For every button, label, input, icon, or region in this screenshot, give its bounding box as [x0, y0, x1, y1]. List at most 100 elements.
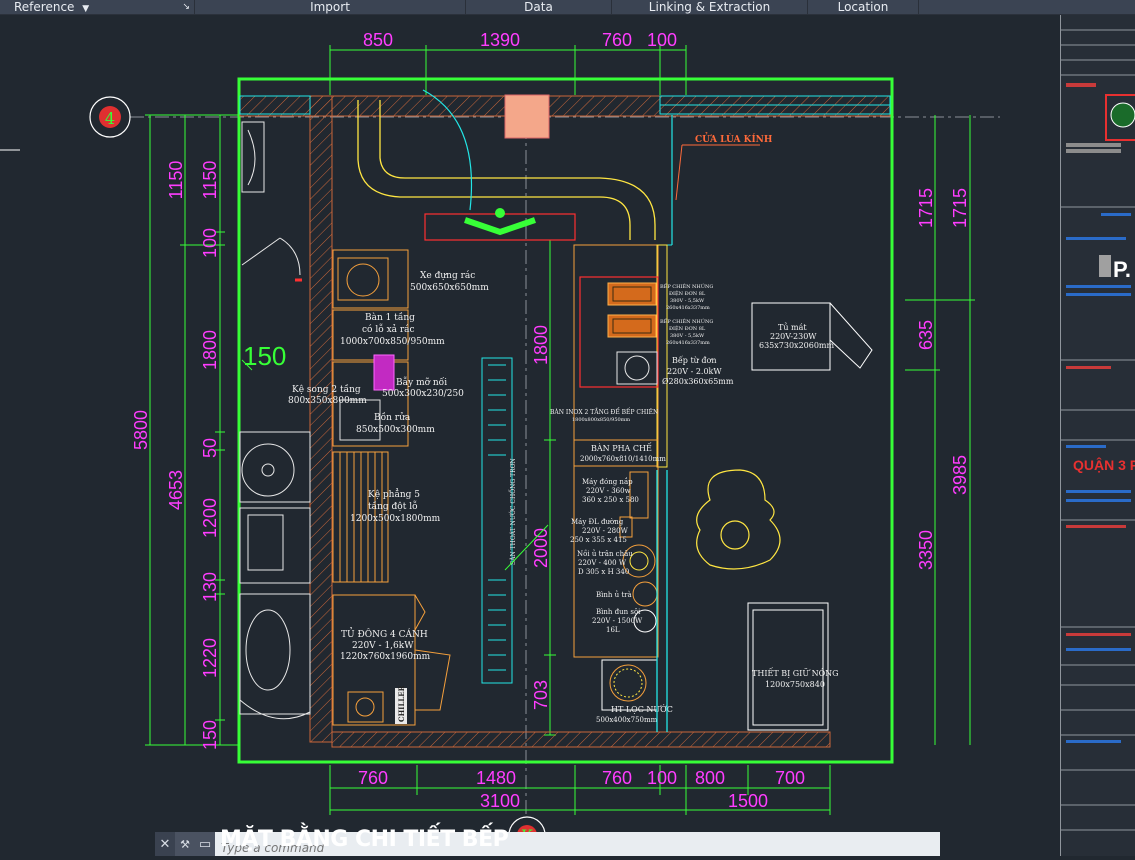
- grid-bubble-4: 4: [89, 96, 131, 138]
- fryer-1-label: BẾP CHIÊN NHÚNG: [660, 282, 713, 290]
- freezer: [332, 594, 451, 726]
- command-input[interactable]: [215, 840, 823, 856]
- dim-left-1150a: 1150: [166, 161, 186, 200]
- dim-top-100: 100: [647, 30, 677, 50]
- structural-column: [504, 94, 550, 139]
- dim-left-1800: 1800: [200, 330, 220, 370]
- induction-power: 220V - 2.0kW: [667, 367, 722, 376]
- table-1-label: Bàn 1 tầng: [365, 312, 415, 323]
- grease-trap-label: Bẫy mỡ nối: [396, 376, 447, 388]
- hood-fan-icon: [464, 217, 536, 236]
- cabinet-label: Tủ mát: [778, 323, 807, 332]
- dim-right-3350: 3350: [916, 530, 936, 570]
- tab-location[interactable]: Location: [808, 0, 919, 14]
- dimension-lines: [145, 45, 975, 815]
- induction-cooker: [616, 351, 658, 385]
- dimension-texts: 850 1390 760 100 760 1480 760 100 800 70…: [131, 30, 970, 811]
- dim-left-5800: 5800: [131, 410, 151, 450]
- expand-icon[interactable]: ↘: [182, 2, 190, 12]
- tab-import[interactable]: Import: [195, 0, 466, 14]
- room-outline: [237, 77, 894, 764]
- rack-5-tier: [332, 451, 389, 583]
- inox-table-label: BÀN INOX 2 TẦNG ĐỂ BẾP CHIÊN: [550, 407, 658, 416]
- fryer-2: [607, 314, 657, 338]
- boiler-power: 220V - 1500W: [592, 617, 643, 625]
- grid-bubble-4-label: 4: [105, 109, 115, 128]
- exhaust-duct-inner: [379, 100, 656, 240]
- floor-mixer: [696, 469, 781, 570]
- rack-5-size: 1200x500x1800mm: [350, 514, 441, 524]
- grease-trap: [373, 354, 395, 391]
- freezer-power: 220V - 1,6kW: [352, 641, 414, 651]
- tab-reference[interactable]: Reference ▼ ↘: [0, 0, 195, 14]
- rack-2-size: 800x350x800mm: [288, 396, 367, 406]
- dim-bottom-760b: 760: [602, 768, 632, 788]
- wrench-icon[interactable]: ⚒: [175, 832, 195, 856]
- level-tick: [241, 359, 253, 371]
- title-block-panel: P. QUẬN 3 RÂ: [1060, 15, 1135, 856]
- pearl-cooker-inner: [629, 551, 649, 571]
- level-mark-150: 150: [243, 341, 286, 371]
- freezer-label: TỦ ĐÔNG 4 CÁNH: [341, 627, 428, 640]
- rack-5-desc: tầng đột lỗ: [368, 500, 418, 512]
- dim-right-635: 635: [916, 320, 936, 350]
- dim-right-3985: 3985: [950, 455, 970, 495]
- inox-table-size: 1800x800x850/950mm: [572, 417, 630, 423]
- chevron-down-icon: ▼: [82, 4, 90, 14]
- table-1-desc: có lỗ xả rác: [362, 323, 415, 335]
- fryer-1-power: 380V - 5,5kW: [670, 298, 705, 304]
- close-icon[interactable]: ✕: [155, 832, 175, 856]
- trash-cart-size: 500x650x650mm: [410, 283, 489, 293]
- dim-right-1715a: 1715: [916, 188, 936, 228]
- trash-cart: [332, 249, 409, 309]
- pearl-cooker-power: 220V - 400 W: [578, 559, 627, 567]
- sealer-label: Máy đóng nắp: [582, 477, 633, 486]
- tea-urn-label: Bình ủ trà: [596, 590, 632, 599]
- prep-table-label: BÀN PHA CHẾ: [591, 443, 652, 453]
- fryer-2-type: ĐIỆN ĐƠN 8L: [669, 324, 706, 332]
- table-1-size: 1000x700x850/950mm: [340, 337, 445, 347]
- drawing-canvas[interactable]: 4 K 850 1390 760 100 760 1480 760: [0, 15, 1060, 856]
- terminal-icon[interactable]: ▭: [195, 832, 215, 856]
- rack-2-label: Kệ song 2 tầng: [292, 384, 361, 395]
- cabinet-size: 635x730x2060mm: [759, 341, 835, 350]
- wall-top: [239, 95, 891, 117]
- sink-size: 850x500x300mm: [356, 425, 435, 435]
- dim-right-1715b: 1715: [950, 188, 970, 228]
- command-line: ✕ ⚒ ▭: [155, 832, 940, 856]
- trash-cart-label: Xe đựng rác: [420, 270, 475, 281]
- warmer-size: 1200x750x840: [765, 680, 825, 689]
- sealer-power: 220V - 360w: [586, 487, 631, 495]
- boiler-label: Bình đun sôi: [596, 608, 641, 616]
- dim-top-850: 850: [363, 30, 393, 50]
- chiller-unit: [395, 688, 407, 724]
- canvas-background: [0, 15, 1060, 856]
- dim-left-130: 130: [200, 572, 220, 602]
- fryer-zone: [579, 276, 659, 388]
- fryer-1: [607, 282, 657, 306]
- cabinet-power: 220V-230W: [770, 332, 817, 341]
- water-boiler: [633, 609, 657, 633]
- ribbon-tabs: Reference ▼ ↘ Import Data Linking & Extr…: [0, 0, 1135, 15]
- dim-left-150: 150: [200, 720, 220, 750]
- dim-bottom-1480: 1480: [476, 768, 516, 788]
- fire-door-label: CỬA LÙA KÍNH: [695, 132, 773, 145]
- wall-bottom-counter: [331, 731, 831, 748]
- tab-data[interactable]: Data: [466, 0, 612, 14]
- sink-unit: [332, 361, 409, 447]
- sink-basin: [339, 399, 381, 441]
- sugar-machine-label: Máy ĐL đường: [571, 518, 624, 526]
- sugar-machine-power: 220V - 280W: [582, 527, 629, 535]
- display-cabinet: [751, 302, 873, 371]
- floor-drain: [481, 357, 513, 684]
- table-1-tier: [332, 309, 409, 361]
- tab-linking-extraction[interactable]: Linking & Extraction: [612, 0, 808, 14]
- fryer-2-label: BẾP CHIÊN NHÚNG: [660, 317, 713, 325]
- dim-left-4653: 4653: [166, 470, 186, 510]
- fire-door-callout: CỬA LÙA KÍNH: [675, 132, 773, 201]
- fryer-1-size: 260x416x337mm: [666, 305, 710, 311]
- exhaust-duct-outer: [357, 100, 631, 240]
- partition-wall-left: [309, 95, 333, 743]
- dim-bottom-760a: 760: [358, 768, 388, 788]
- title-block-graphic: P. QUẬN 3 RÂ: [1061, 29, 1135, 831]
